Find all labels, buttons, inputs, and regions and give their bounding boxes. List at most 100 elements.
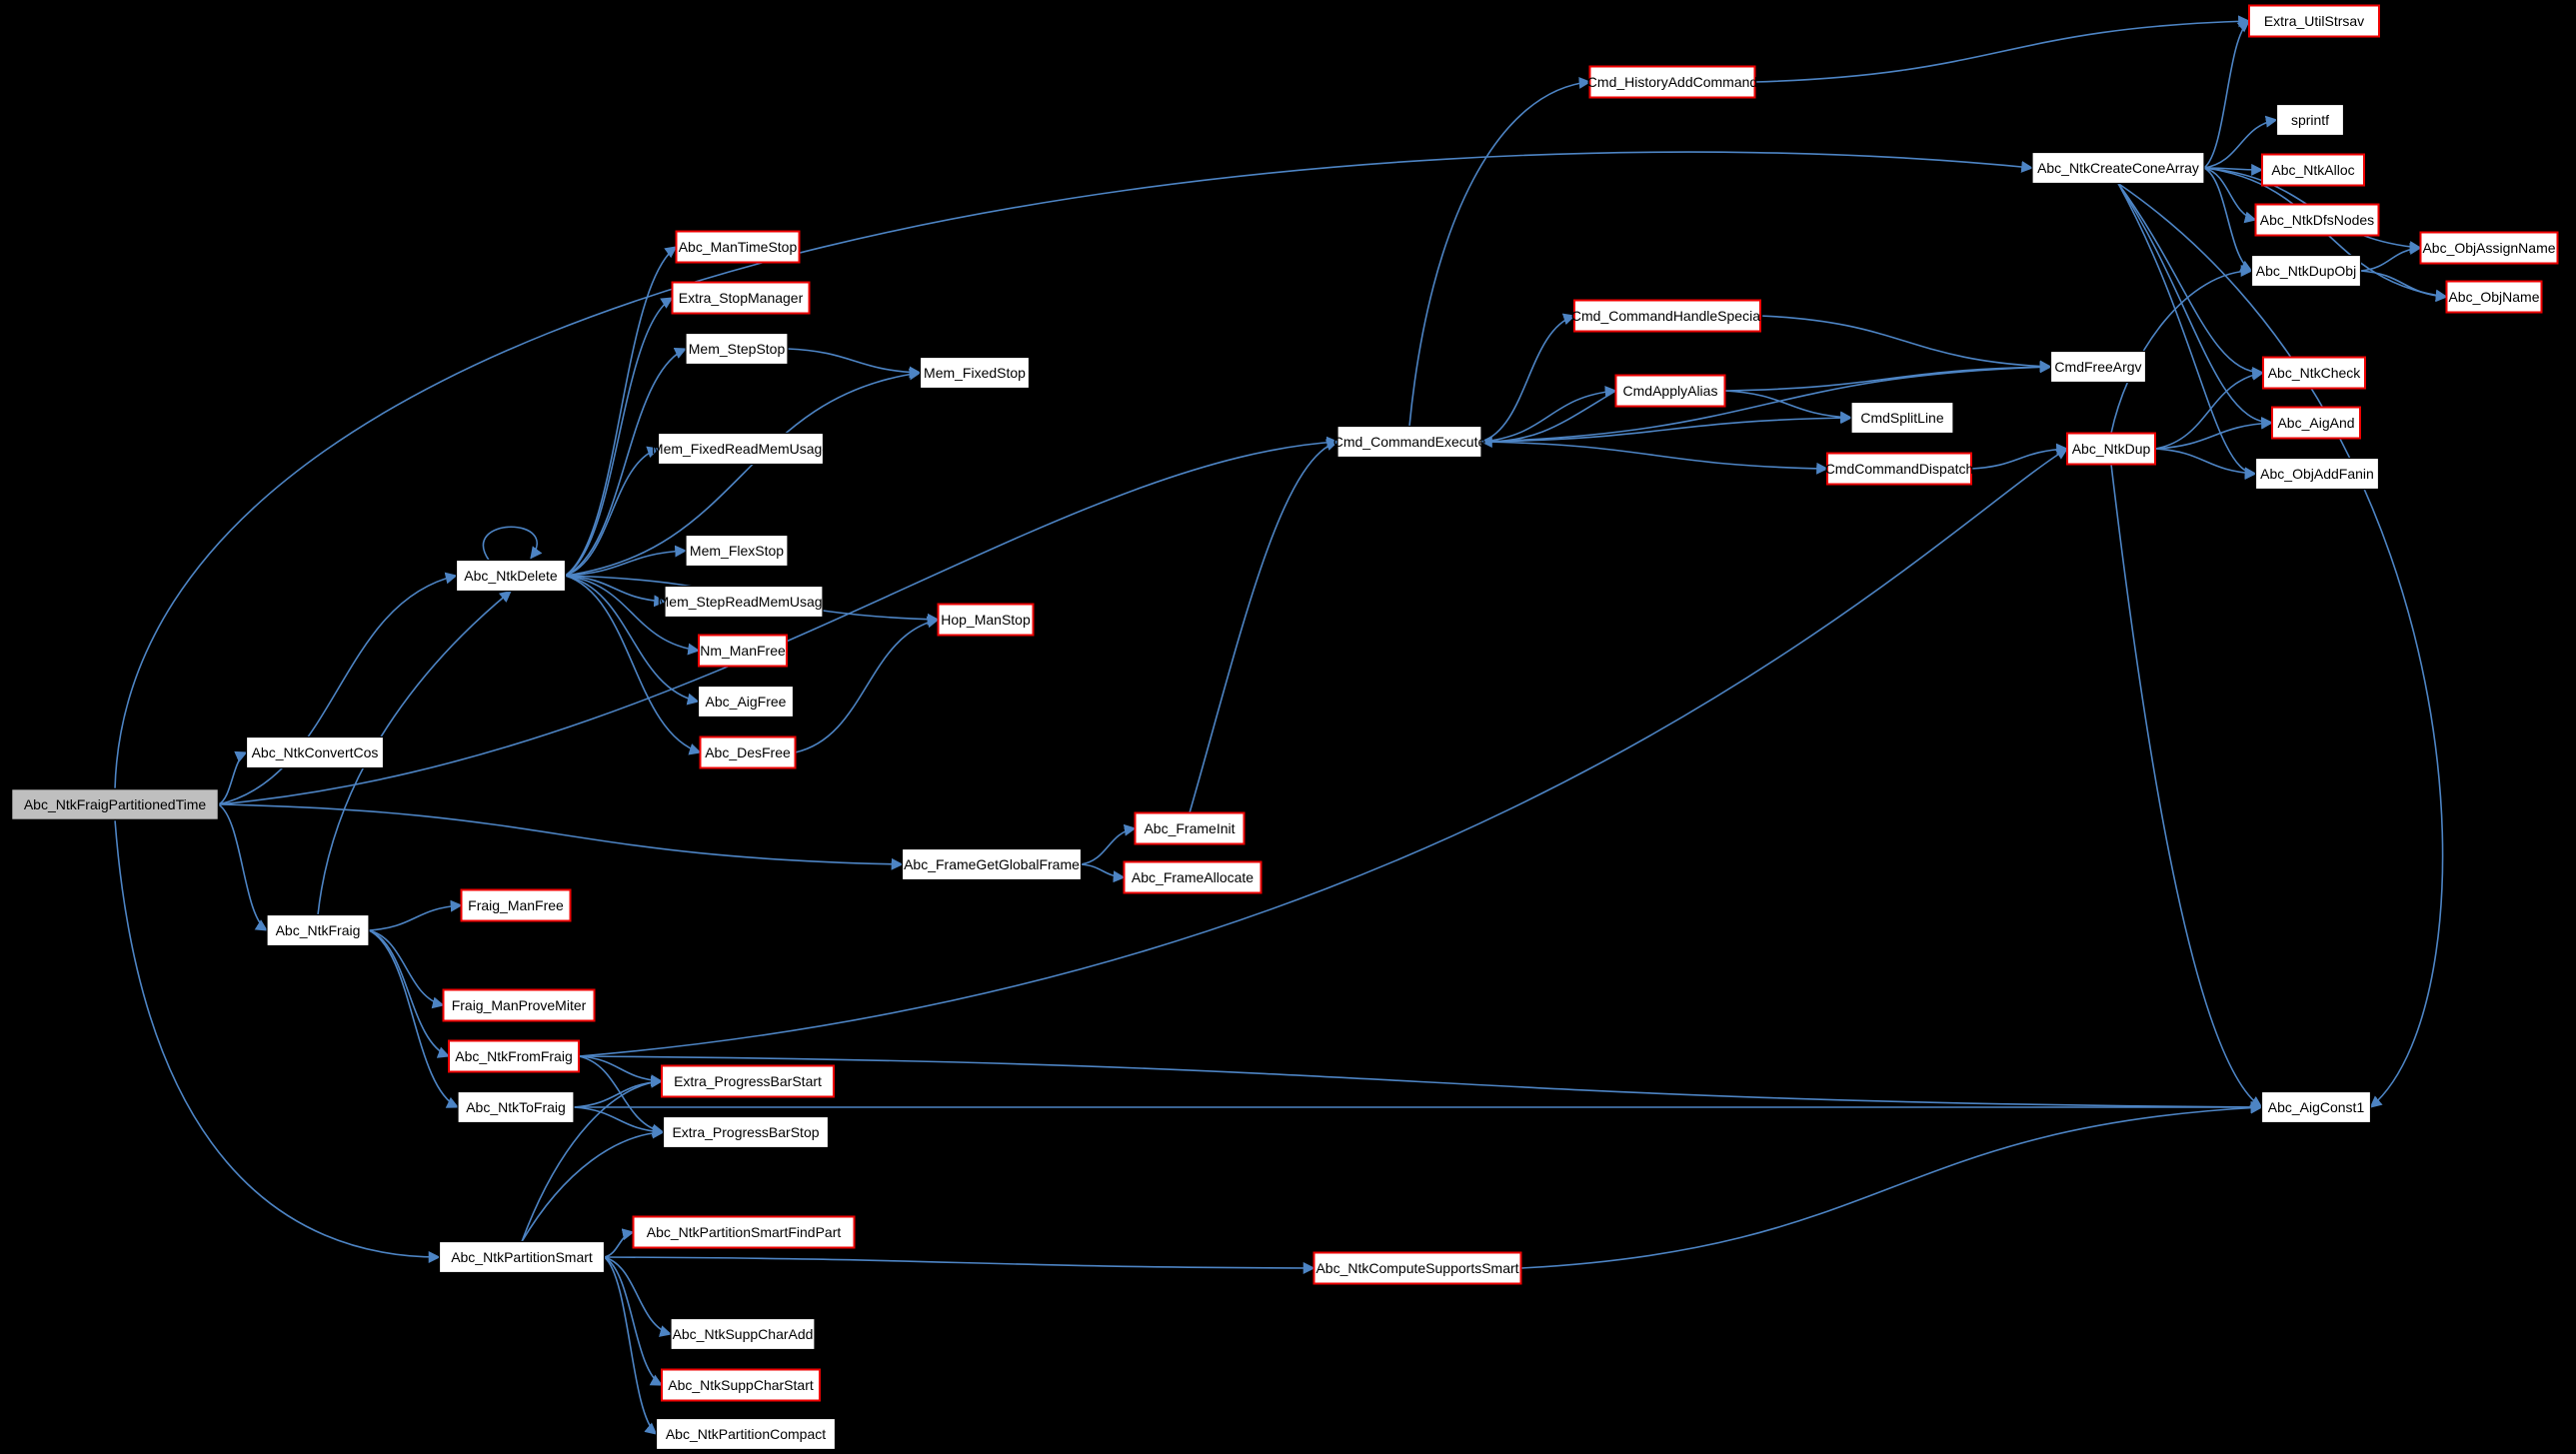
node-Abc_FrameInit[interactable]: Abc_FrameInit bbox=[1134, 811, 1246, 845]
node-box[interactable] bbox=[632, 1215, 856, 1249]
node-Extra_ProgressBarStop[interactable]: Extra_ProgressBarStop bbox=[662, 1115, 830, 1149]
node-Abc_AigConst1[interactable]: Abc_AigConst1 bbox=[2260, 1090, 2372, 1124]
node-Abc_NtkToFraig[interactable]: Abc_NtkToFraig bbox=[457, 1090, 575, 1124]
node-Abc_NtkDelete[interactable]: Abc_NtkDelete bbox=[455, 559, 567, 593]
node-Abc_NtkCreateConeArray[interactable]: Abc_NtkCreateConeArray bbox=[2031, 151, 2205, 185]
node-Abc_ObjName[interactable]: Abc_ObjName bbox=[2445, 280, 2543, 314]
node-Abc_NtkSuppCharStart[interactable]: Abc_NtkSuppCharStart bbox=[661, 1368, 821, 1402]
node-box[interactable] bbox=[2275, 103, 2345, 137]
node-label: Abc_NtkDfsNodes bbox=[2260, 212, 2374, 228]
node-box[interactable] bbox=[2066, 432, 2156, 466]
node-box[interactable] bbox=[685, 534, 789, 568]
node-box[interactable] bbox=[2254, 457, 2380, 491]
node-box[interactable] bbox=[1614, 374, 1726, 408]
node-Abc_AigFree[interactable]: Abc_AigFree bbox=[697, 685, 795, 719]
node-box[interactable] bbox=[442, 988, 596, 1022]
node-Mem_FlexStop[interactable]: Mem_FlexStop bbox=[685, 534, 789, 568]
node-Extra_ProgressBarStart[interactable]: Extra_ProgressBarStart bbox=[661, 1064, 835, 1098]
node-box[interactable] bbox=[1850, 401, 1954, 435]
node-box[interactable] bbox=[457, 1090, 575, 1124]
node-Abc_NtkFromFraig[interactable]: Abc_NtkFromFraig bbox=[448, 1039, 580, 1073]
node-Hop_ManStop[interactable]: Hop_ManStop bbox=[937, 603, 1035, 637]
node-box[interactable] bbox=[2049, 350, 2147, 384]
node-box[interactable] bbox=[662, 1115, 830, 1149]
node-Mem_FixedStop[interactable]: Mem_FixedStop bbox=[919, 356, 1031, 390]
node-box[interactable] bbox=[1123, 860, 1263, 894]
node-Abc_ObjAddFanin[interactable]: Abc_ObjAddFanin bbox=[2254, 457, 2380, 491]
node-box[interactable] bbox=[1336, 425, 1482, 459]
node-Fraig_ManProveMiter[interactable]: Fraig_ManProveMiter bbox=[442, 988, 596, 1022]
node-box[interactable] bbox=[919, 356, 1031, 390]
node-box[interactable] bbox=[670, 1317, 816, 1351]
node-Abc_NtkPartitionCompact[interactable]: Abc_NtkPartitionCompact bbox=[655, 1417, 837, 1451]
node-box[interactable] bbox=[460, 888, 572, 922]
node-box[interactable] bbox=[937, 603, 1035, 637]
node-box[interactable] bbox=[697, 685, 795, 719]
node-box[interactable] bbox=[1588, 65, 1756, 99]
node-Abc_NtkConvertCos[interactable]: Abc_NtkConvertCos bbox=[245, 735, 385, 769]
node-box[interactable] bbox=[266, 913, 370, 947]
node-box[interactable] bbox=[1826, 452, 1972, 486]
node-Abc_DesFree[interactable]: Abc_DesFree bbox=[699, 735, 797, 769]
node-box[interactable] bbox=[698, 634, 788, 668]
node-Abc_NtkSuppCharAdd[interactable]: Abc_NtkSuppCharAdd bbox=[670, 1317, 816, 1351]
node-box[interactable] bbox=[657, 432, 825, 466]
node-sprintf[interactable]: sprintf bbox=[2275, 103, 2345, 137]
node-box[interactable] bbox=[661, 1368, 821, 1402]
node-box[interactable] bbox=[245, 735, 385, 769]
node-Mem_StepStop[interactable]: Mem_StepStop bbox=[685, 332, 789, 366]
node-box[interactable] bbox=[2445, 280, 2543, 314]
node-Extra_UtilStrsav[interactable]: Extra_UtilStrsav bbox=[2248, 4, 2380, 38]
node-Nm_ManFree[interactable]: Nm_ManFree bbox=[698, 634, 788, 668]
node-box[interactable] bbox=[448, 1039, 580, 1073]
node-box[interactable] bbox=[1573, 299, 1761, 333]
node-box[interactable] bbox=[685, 332, 789, 366]
node-box[interactable] bbox=[1312, 1251, 1522, 1285]
node-Abc_NtkPartitionSmart[interactable]: Abc_NtkPartitionSmart bbox=[438, 1240, 606, 1274]
node-box[interactable] bbox=[664, 585, 824, 619]
node-Abc_NtkDup[interactable]: Abc_NtkDup bbox=[2066, 432, 2156, 466]
node-label: Cmd_CommandExecute bbox=[1333, 434, 1486, 450]
node-box[interactable] bbox=[655, 1417, 837, 1451]
node-CmdSplitLine[interactable]: CmdSplitLine bbox=[1850, 401, 1954, 435]
node-box[interactable] bbox=[2250, 254, 2362, 288]
node-box[interactable] bbox=[699, 735, 797, 769]
node-Abc_NtkDupObj[interactable]: Abc_NtkDupObj bbox=[2250, 254, 2362, 288]
node-Abc_FrameAllocate[interactable]: Abc_FrameAllocate bbox=[1123, 860, 1263, 894]
node-Extra_StopManager[interactable]: Extra_StopManager bbox=[671, 281, 811, 315]
node-box[interactable] bbox=[901, 847, 1083, 881]
node-CmdFreeArgv[interactable]: CmdFreeArgv bbox=[2049, 350, 2147, 384]
node-Cmd_CommandExecute[interactable]: Cmd_CommandExecute bbox=[1333, 425, 1486, 459]
node-box[interactable] bbox=[2271, 406, 2361, 440]
node-box[interactable] bbox=[661, 1064, 835, 1098]
node-Abc_AigAnd[interactable]: Abc_AigAnd bbox=[2271, 406, 2361, 440]
node-Abc_NtkComputeSupportsSmart[interactable]: Abc_NtkComputeSupportsSmart bbox=[1312, 1251, 1522, 1285]
node-box[interactable] bbox=[2260, 1090, 2372, 1124]
node-box[interactable] bbox=[2419, 231, 2559, 265]
node-Abc_NtkFraig[interactable]: Abc_NtkFraig bbox=[266, 913, 370, 947]
node-Abc_ManTimeStop[interactable]: Abc_ManTimeStop bbox=[675, 230, 801, 264]
node-box[interactable] bbox=[2254, 203, 2380, 237]
node-Abc_NtkCheck[interactable]: Abc_NtkCheck bbox=[2262, 356, 2366, 390]
node-box[interactable] bbox=[438, 1240, 606, 1274]
node-box[interactable] bbox=[675, 230, 801, 264]
node-Abc_FrameGetGlobalFrame[interactable]: Abc_FrameGetGlobalFrame bbox=[901, 847, 1083, 881]
node-Mem_FixedReadMemUsage[interactable]: Mem_FixedReadMemUsage bbox=[652, 432, 830, 466]
node-Fraig_ManFree[interactable]: Fraig_ManFree bbox=[460, 888, 572, 922]
node-Abc_NtkPartitionSmartFindPart[interactable]: Abc_NtkPartitionSmartFindPart bbox=[632, 1215, 856, 1249]
node-CmdCommandDispatch[interactable]: CmdCommandDispatch bbox=[1825, 452, 1974, 486]
node-box[interactable] bbox=[2261, 153, 2365, 187]
node-box[interactable] bbox=[2248, 4, 2380, 38]
node-box[interactable] bbox=[2262, 356, 2366, 390]
node-box[interactable] bbox=[671, 281, 811, 315]
node-box[interactable] bbox=[455, 559, 567, 593]
node-Cmd_HistoryAddCommand[interactable]: Cmd_HistoryAddCommand bbox=[1587, 65, 1757, 99]
node-CmdApplyAlias[interactable]: CmdApplyAlias bbox=[1614, 374, 1726, 408]
node-Abc_ObjAssignName[interactable]: Abc_ObjAssignName bbox=[2419, 231, 2559, 265]
node-Mem_StepReadMemUsage[interactable]: Mem_StepReadMemUsage bbox=[658, 585, 831, 619]
node-box[interactable] bbox=[1134, 811, 1246, 845]
node-Abc_NtkDfsNodes[interactable]: Abc_NtkDfsNodes bbox=[2254, 203, 2380, 237]
node-Cmd_CommandHandleSpecial[interactable]: Cmd_CommandHandleSpecial bbox=[1571, 299, 1763, 333]
node-box[interactable] bbox=[2031, 151, 2205, 185]
node-Abc_NtkAlloc[interactable]: Abc_NtkAlloc bbox=[2261, 153, 2365, 187]
